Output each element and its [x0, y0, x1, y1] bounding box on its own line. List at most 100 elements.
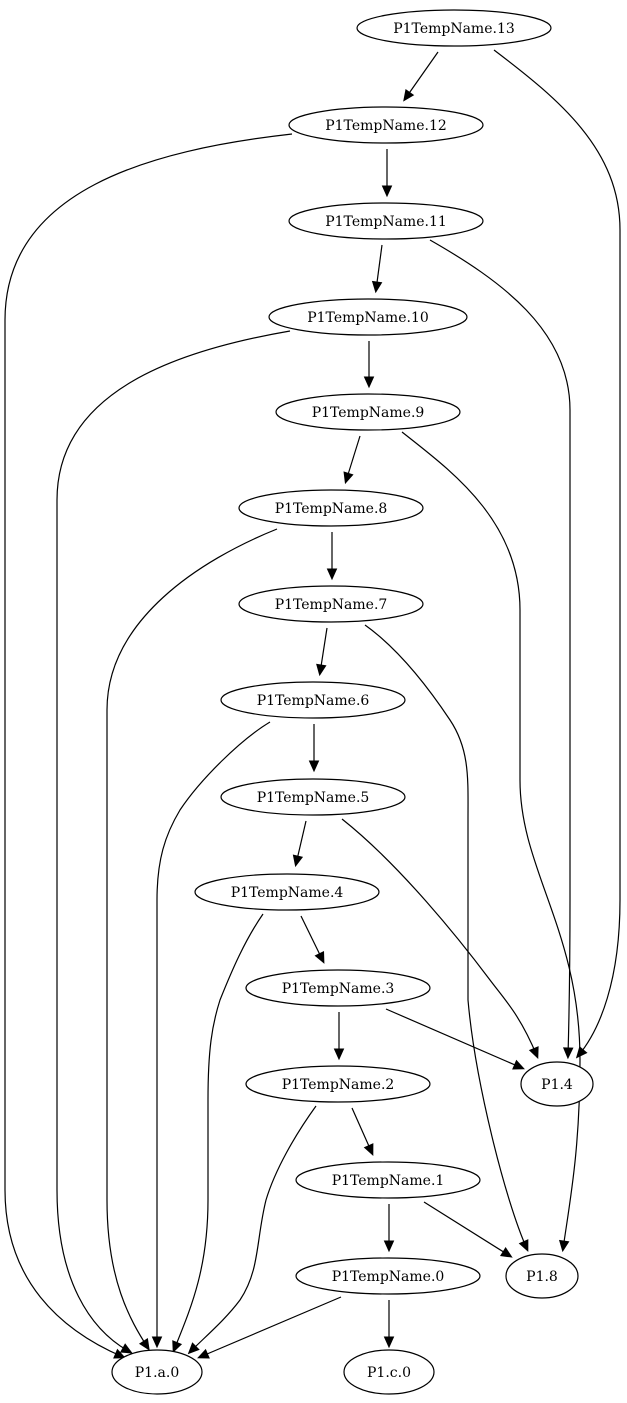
node-pa0[interactable]: P1.a.0 [111, 1349, 203, 1395]
node-t7[interactable]: P1TempName.7 [238, 585, 424, 623]
edge-line [156, 721, 271, 1345]
arrowhead-icon [363, 1143, 374, 1156]
node-ellipse [356, 9, 552, 47]
edge-line [56, 330, 291, 1353]
node-t4[interactable]: P1TempName.4 [194, 873, 380, 911]
node-t1[interactable]: P1TempName.1 [295, 1161, 481, 1199]
node-label: P1TempName.2 [282, 1077, 395, 1093]
edge-line [385, 1008, 523, 1069]
node-t13[interactable]: P1TempName.13 [356, 9, 552, 47]
edge-t6-to-pa0 [151, 721, 271, 1349]
node-t9[interactable]: P1TempName.9 [275, 393, 461, 431]
node-label: P1.4 [541, 1077, 573, 1093]
node-ellipse [245, 969, 431, 1007]
arrowhead-icon [113, 1348, 126, 1359]
edge-t5-to-p14 [341, 818, 539, 1059]
edge-t4-to-t3 [300, 915, 325, 964]
node-t12[interactable]: P1TempName.12 [288, 106, 484, 144]
arrowhead-icon [292, 854, 304, 868]
arrowhead-icon [314, 951, 325, 964]
arrowhead-icon [528, 1046, 539, 1059]
edge-t3-to-t2 [333, 1012, 345, 1061]
arrowhead-icon [316, 663, 327, 677]
node-ellipse [220, 681, 406, 719]
node-t5[interactable]: P1TempName.5 [220, 778, 406, 816]
node-label: P1TempName.10 [307, 310, 429, 326]
node-label: P1TempName.3 [282, 981, 395, 997]
node-ellipse [194, 873, 380, 911]
arrowhead-icon [499, 1247, 513, 1258]
arrowhead-icon [187, 1342, 200, 1355]
edge-t9-to-p18 [401, 431, 581, 1253]
node-t10[interactable]: P1TempName.10 [268, 298, 468, 336]
edge-line [341, 818, 538, 1057]
edge-t2-to-pa0 [187, 1105, 317, 1355]
edge-line [493, 49, 621, 1057]
edge-line [199, 1296, 342, 1358]
node-label: P1TempName.9 [312, 405, 425, 421]
edge-line [106, 528, 278, 1349]
edge-line [404, 51, 439, 100]
edge-t1-to-p18 [423, 1201, 513, 1258]
edge-t10-to-t9 [363, 341, 375, 389]
edge-t13-to-t12 [403, 51, 439, 102]
node-label: P1TempName.6 [257, 693, 370, 709]
node-pc0[interactable]: P1.c.0 [343, 1349, 435, 1395]
edge-t3-to-p14 [385, 1008, 525, 1070]
edge-t13-to-p14 [493, 49, 621, 1059]
node-ellipse [238, 585, 424, 623]
node-ellipse [111, 1349, 203, 1395]
node-t6[interactable]: P1TempName.6 [220, 681, 406, 719]
arrowhead-icon [512, 1059, 525, 1070]
node-t3[interactable]: P1TempName.3 [245, 969, 431, 1007]
edge-t12-to-t11 [381, 149, 393, 198]
arrowhead-icon [363, 376, 375, 389]
arrowhead-icon [403, 89, 415, 102]
node-label: P1TempName.13 [393, 21, 515, 37]
edge-t2-to-t1 [351, 1107, 374, 1156]
node-ellipse [268, 298, 468, 336]
node-label: P1TempName.4 [231, 885, 344, 901]
arrowhead-icon [138, 1337, 150, 1351]
node-label: P1TempName.12 [325, 118, 447, 134]
edge-t11-to-p14 [429, 239, 574, 1060]
edge-t7-to-p18 [364, 624, 529, 1252]
edge-t7-to-t6 [316, 627, 328, 677]
edge-t0-to-pc0 [383, 1300, 395, 1349]
edge-t0-to-pa0 [197, 1296, 342, 1359]
arrowhead-icon [197, 1348, 210, 1359]
arrowhead-icon [562, 1047, 574, 1060]
arrowhead-icon [151, 1336, 163, 1349]
arrowhead-icon [172, 1340, 183, 1353]
node-ellipse [245, 1065, 431, 1103]
node-ellipse [220, 778, 406, 816]
arrowhead-icon [575, 1046, 588, 1059]
edges-layer [4, 49, 621, 1359]
edge-t10-to-pa0 [56, 330, 291, 1354]
node-t0[interactable]: P1TempName.0 [295, 1257, 481, 1295]
arrowhead-icon [333, 1048, 345, 1061]
arrowhead-icon [343, 471, 354, 485]
node-t11[interactable]: P1TempName.11 [288, 202, 484, 240]
node-ellipse [343, 1349, 435, 1395]
node-label: P1TempName.7 [275, 597, 388, 613]
node-ellipse [288, 106, 484, 144]
node-t2[interactable]: P1TempName.2 [245, 1065, 431, 1103]
edge-t1-to-t0 [383, 1204, 395, 1253]
edge-t5-to-t4 [292, 820, 307, 868]
node-label: P1.a.0 [135, 1365, 179, 1381]
node-ellipse [520, 1061, 594, 1107]
arrowhead-icon [518, 1239, 529, 1252]
node-p18[interactable]: P1.8 [505, 1253, 579, 1299]
node-p14[interactable]: P1.4 [520, 1061, 594, 1107]
edge-t9-to-t8 [343, 435, 361, 485]
edge-t6-to-t5 [308, 724, 320, 773]
node-label: P1TempName.11 [325, 214, 447, 230]
node-label: P1.c.0 [367, 1365, 411, 1381]
arrowhead-icon [383, 1240, 395, 1253]
node-ellipse [238, 489, 424, 527]
arrowhead-icon [120, 1343, 133, 1354]
edge-t11-to-t10 [371, 244, 383, 294]
node-t8[interactable]: P1TempName.8 [238, 489, 424, 527]
